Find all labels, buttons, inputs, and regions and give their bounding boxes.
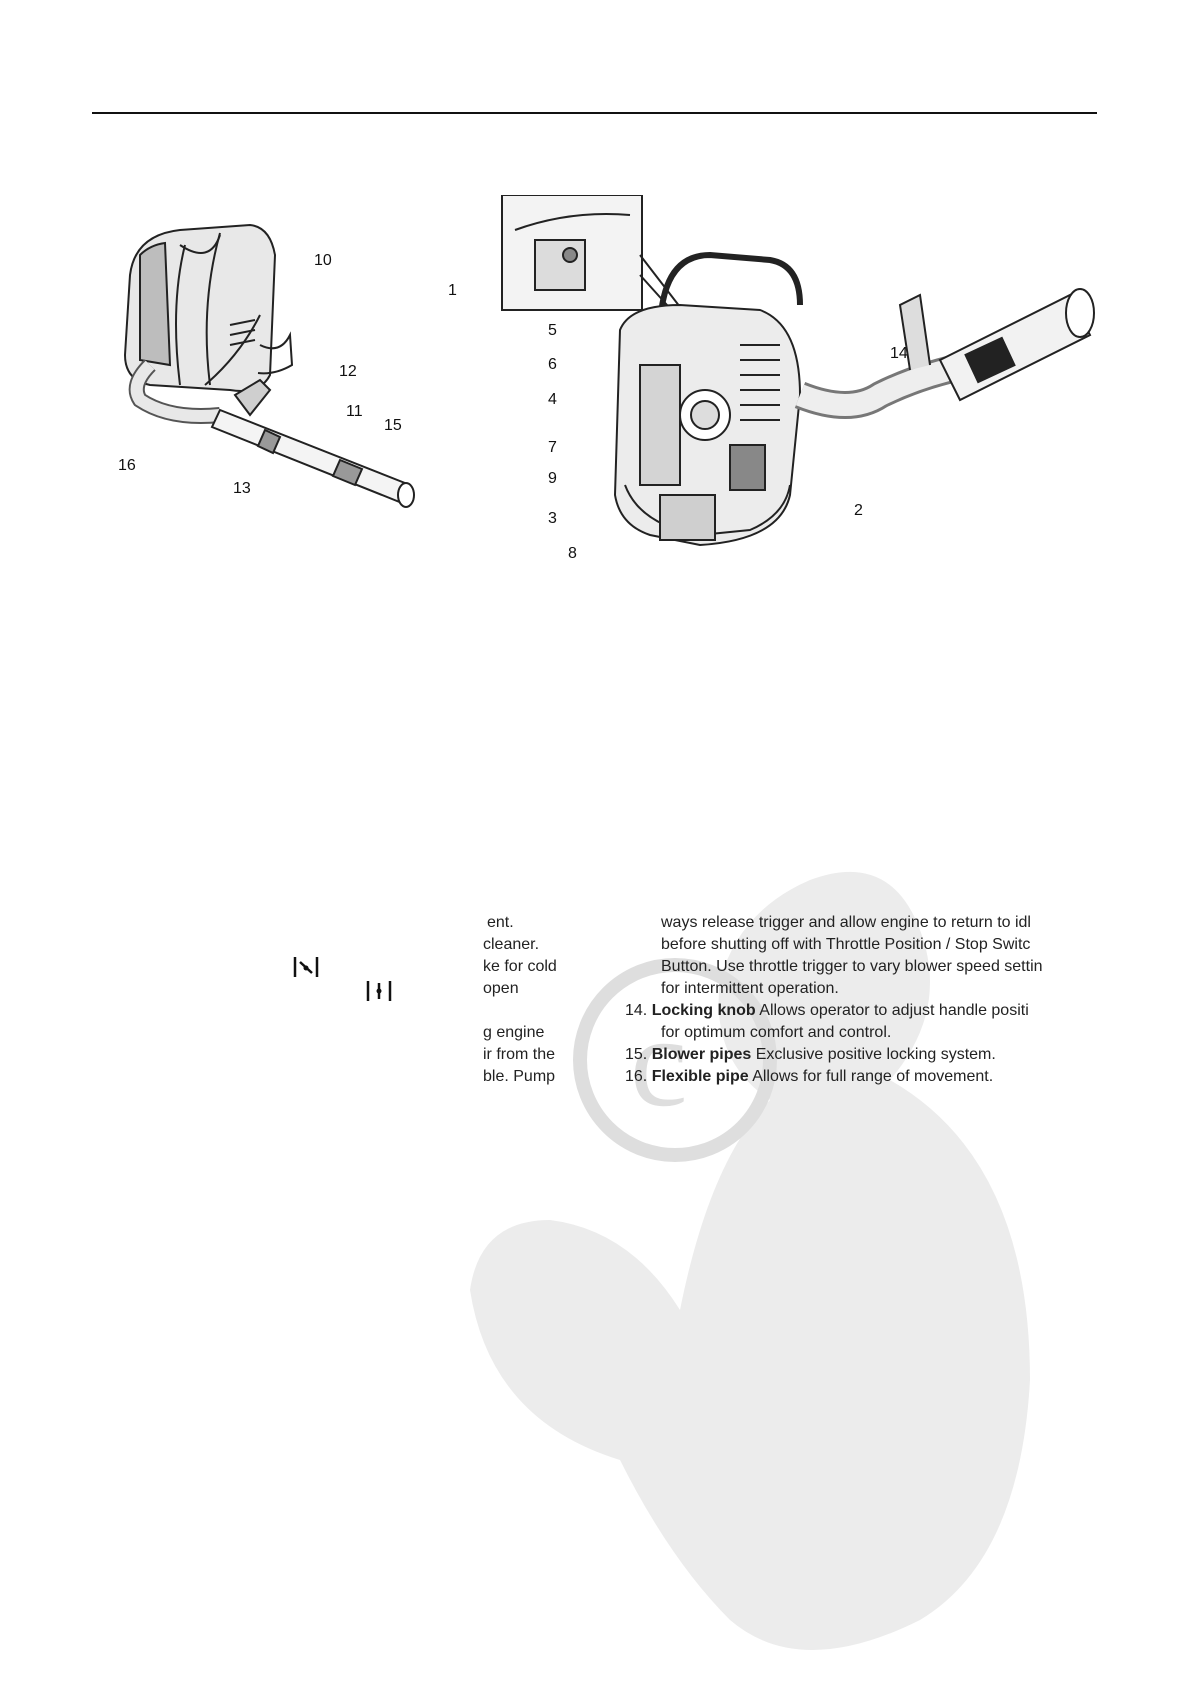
callout-10: 10 — [314, 252, 332, 269]
callout-11: 11 — [346, 403, 363, 420]
callout-13: 13 — [233, 480, 251, 497]
item14-label: Locking knob — [651, 1002, 756, 1019]
item14-number: 14. — [625, 1002, 648, 1019]
item15-label: Blower pipes — [651, 1046, 752, 1063]
item14-text: Allows operator to adjust handle positi — [755, 1002, 1029, 1019]
left-fragment-5: g engine — [483, 1024, 545, 1041]
item13-line-1: ways release trigger and allow engine to… — [661, 914, 1031, 931]
item15-text: Exclusive positive locking system. — [751, 1046, 996, 1063]
left-fragment-2: cleaner. — [483, 936, 540, 953]
callout-3: 3 — [548, 510, 557, 527]
callout-6: 6 — [548, 356, 557, 373]
callout-2: 2 — [854, 502, 863, 519]
callout-8: 8 — [568, 545, 577, 562]
callout-1: 1 — [448, 282, 457, 299]
callout-4: 4 — [548, 391, 557, 408]
item13-line-4: for intermittent operation. — [661, 980, 839, 997]
header-rule — [92, 112, 1097, 114]
callout-5: 5 — [548, 322, 557, 339]
choke-closed-icon — [293, 957, 319, 977]
item15-line: 15. Blower pipes Exclusive positive lock… — [625, 1044, 996, 1066]
item14-cont: for optimum comfort and control. — [661, 1024, 892, 1041]
blower-rear-illustration — [123, 223, 415, 508]
callout-12: 12 — [339, 363, 357, 380]
left-fragment-6: ir from the — [483, 1046, 556, 1063]
left-fragment-3: ke for cold — [483, 958, 557, 975]
callout-15: 15 — [384, 417, 402, 434]
callout-14: 14 — [890, 345, 908, 362]
item14-line: 14. Locking knob Allows operator to adju… — [625, 1000, 1029, 1022]
blower-front-illustration — [501, 195, 1095, 547]
item13-line-3: Button. Use throttle trigger to vary blo… — [661, 958, 1043, 975]
item16-text: Allows for full range of movement. — [748, 1068, 994, 1085]
callout-9: 9 — [548, 470, 557, 487]
callout-7: 7 — [548, 439, 557, 456]
callout-16: 16 — [118, 457, 136, 474]
left-fragment-7: ble. Pump — [483, 1068, 556, 1085]
item16-label: Flexible pipe — [651, 1068, 749, 1085]
svg-text:c: c — [630, 990, 688, 1134]
item16-line: 16. Flexible pipe Allows for full range … — [625, 1066, 993, 1088]
choke-open-icon — [366, 981, 392, 1001]
left-fragment-1: ent. — [487, 914, 514, 931]
beaver-watermark-icon: c — [470, 871, 1030, 1650]
left-fragment-4: open — [483, 980, 519, 997]
item13-line-2: before shutting off with Throttle Positi… — [661, 936, 1031, 953]
item16-number: 16. — [625, 1068, 648, 1085]
item15-number: 15. — [625, 1046, 648, 1063]
